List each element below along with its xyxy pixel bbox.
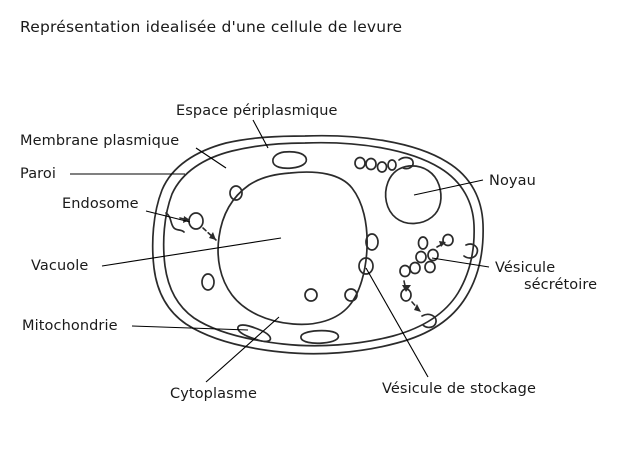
vacuole-outline (217, 171, 368, 326)
paroi-outline (151, 134, 484, 355)
arrowhead-endosome (209, 232, 216, 240)
leader-noyau (413, 179, 484, 196)
vesicule-stockage-1 (229, 185, 243, 201)
mitochondrie-top (272, 150, 308, 170)
vesicule-chaine-3 (376, 161, 388, 173)
membrane-plasmique-outline (162, 141, 475, 347)
vesicule-secretoire-5 (409, 261, 421, 275)
label-membrane-plasmique: Membrane plasmique (20, 133, 180, 149)
label-vesicule-secretoire-line2: sécrétoire (524, 277, 598, 294)
mitochondrie-lower-left (237, 324, 272, 343)
noyau-outline (384, 165, 442, 225)
vesicule-stockage-3 (358, 257, 374, 275)
vesicule-secretoire-1 (417, 236, 429, 250)
label-vesicule-secretoire-line1: Vésicule (495, 260, 556, 276)
vesicule-secretoire-3 (415, 250, 427, 264)
leader-vacuole (101, 237, 282, 267)
leader-lines (70, 119, 490, 383)
leader-vesicule-secretoire (431, 257, 490, 268)
leader-vesicule-stockage (365, 267, 429, 378)
vesicule-secretoire-6 (424, 260, 436, 274)
vesicule-stockage-5 (201, 273, 215, 291)
membrane-invagination (165, 212, 185, 233)
vesicule-fusion-right (463, 243, 479, 259)
page-title: Représentation idealisée d'une cellule d… (20, 18, 403, 36)
vesicule-chaine-2 (365, 157, 377, 171)
vesicule-stockage-4 (344, 288, 358, 302)
vesicule-secretoire-2 (442, 233, 454, 247)
mitochondrie-lower-right (300, 329, 340, 345)
arrowhead-secretoire-a (439, 241, 446, 247)
vesicule-secretoire-4 (427, 248, 439, 262)
label-espace-periplasmique: Espace périplasmique (176, 103, 338, 119)
vesicule-chaine-1 (354, 156, 366, 170)
arrowhead-secretoire-b (402, 285, 411, 292)
endosome-vesicule (188, 212, 204, 230)
label-vacuole: Vacuole (31, 258, 89, 274)
leader-cytoplasme (205, 316, 280, 383)
vesicule-chaine-4 (387, 159, 397, 171)
leader-endosome (145, 210, 191, 223)
label-mitochondrie: Mitochondrie (22, 318, 118, 334)
leader-mitochondrie (131, 325, 249, 331)
label-vesicule-secretoire: Vésicule sécrétoire (495, 260, 597, 294)
leader-membrane-plasmique (195, 147, 227, 169)
vesicule-secretoire-7 (399, 264, 411, 278)
vesicule-stockage-6 (304, 288, 318, 302)
vesicule-fusion-bottom (421, 313, 437, 329)
label-paroi: Paroi (20, 166, 57, 182)
label-endosome: Endosome (62, 196, 139, 212)
label-vesicule-de-stockage: Vésicule de stockage (382, 381, 536, 397)
label-cytoplasme: Cytoplasme (170, 386, 257, 402)
arrow-heads (183, 216, 446, 312)
vesicule-stockage-2 (365, 233, 379, 251)
label-noyau: Noyau (489, 173, 536, 189)
vesicule-chaine-fusion (398, 156, 414, 170)
arrowhead-secretoire-c (414, 304, 421, 312)
leader-espace-periplasmique (252, 119, 269, 149)
